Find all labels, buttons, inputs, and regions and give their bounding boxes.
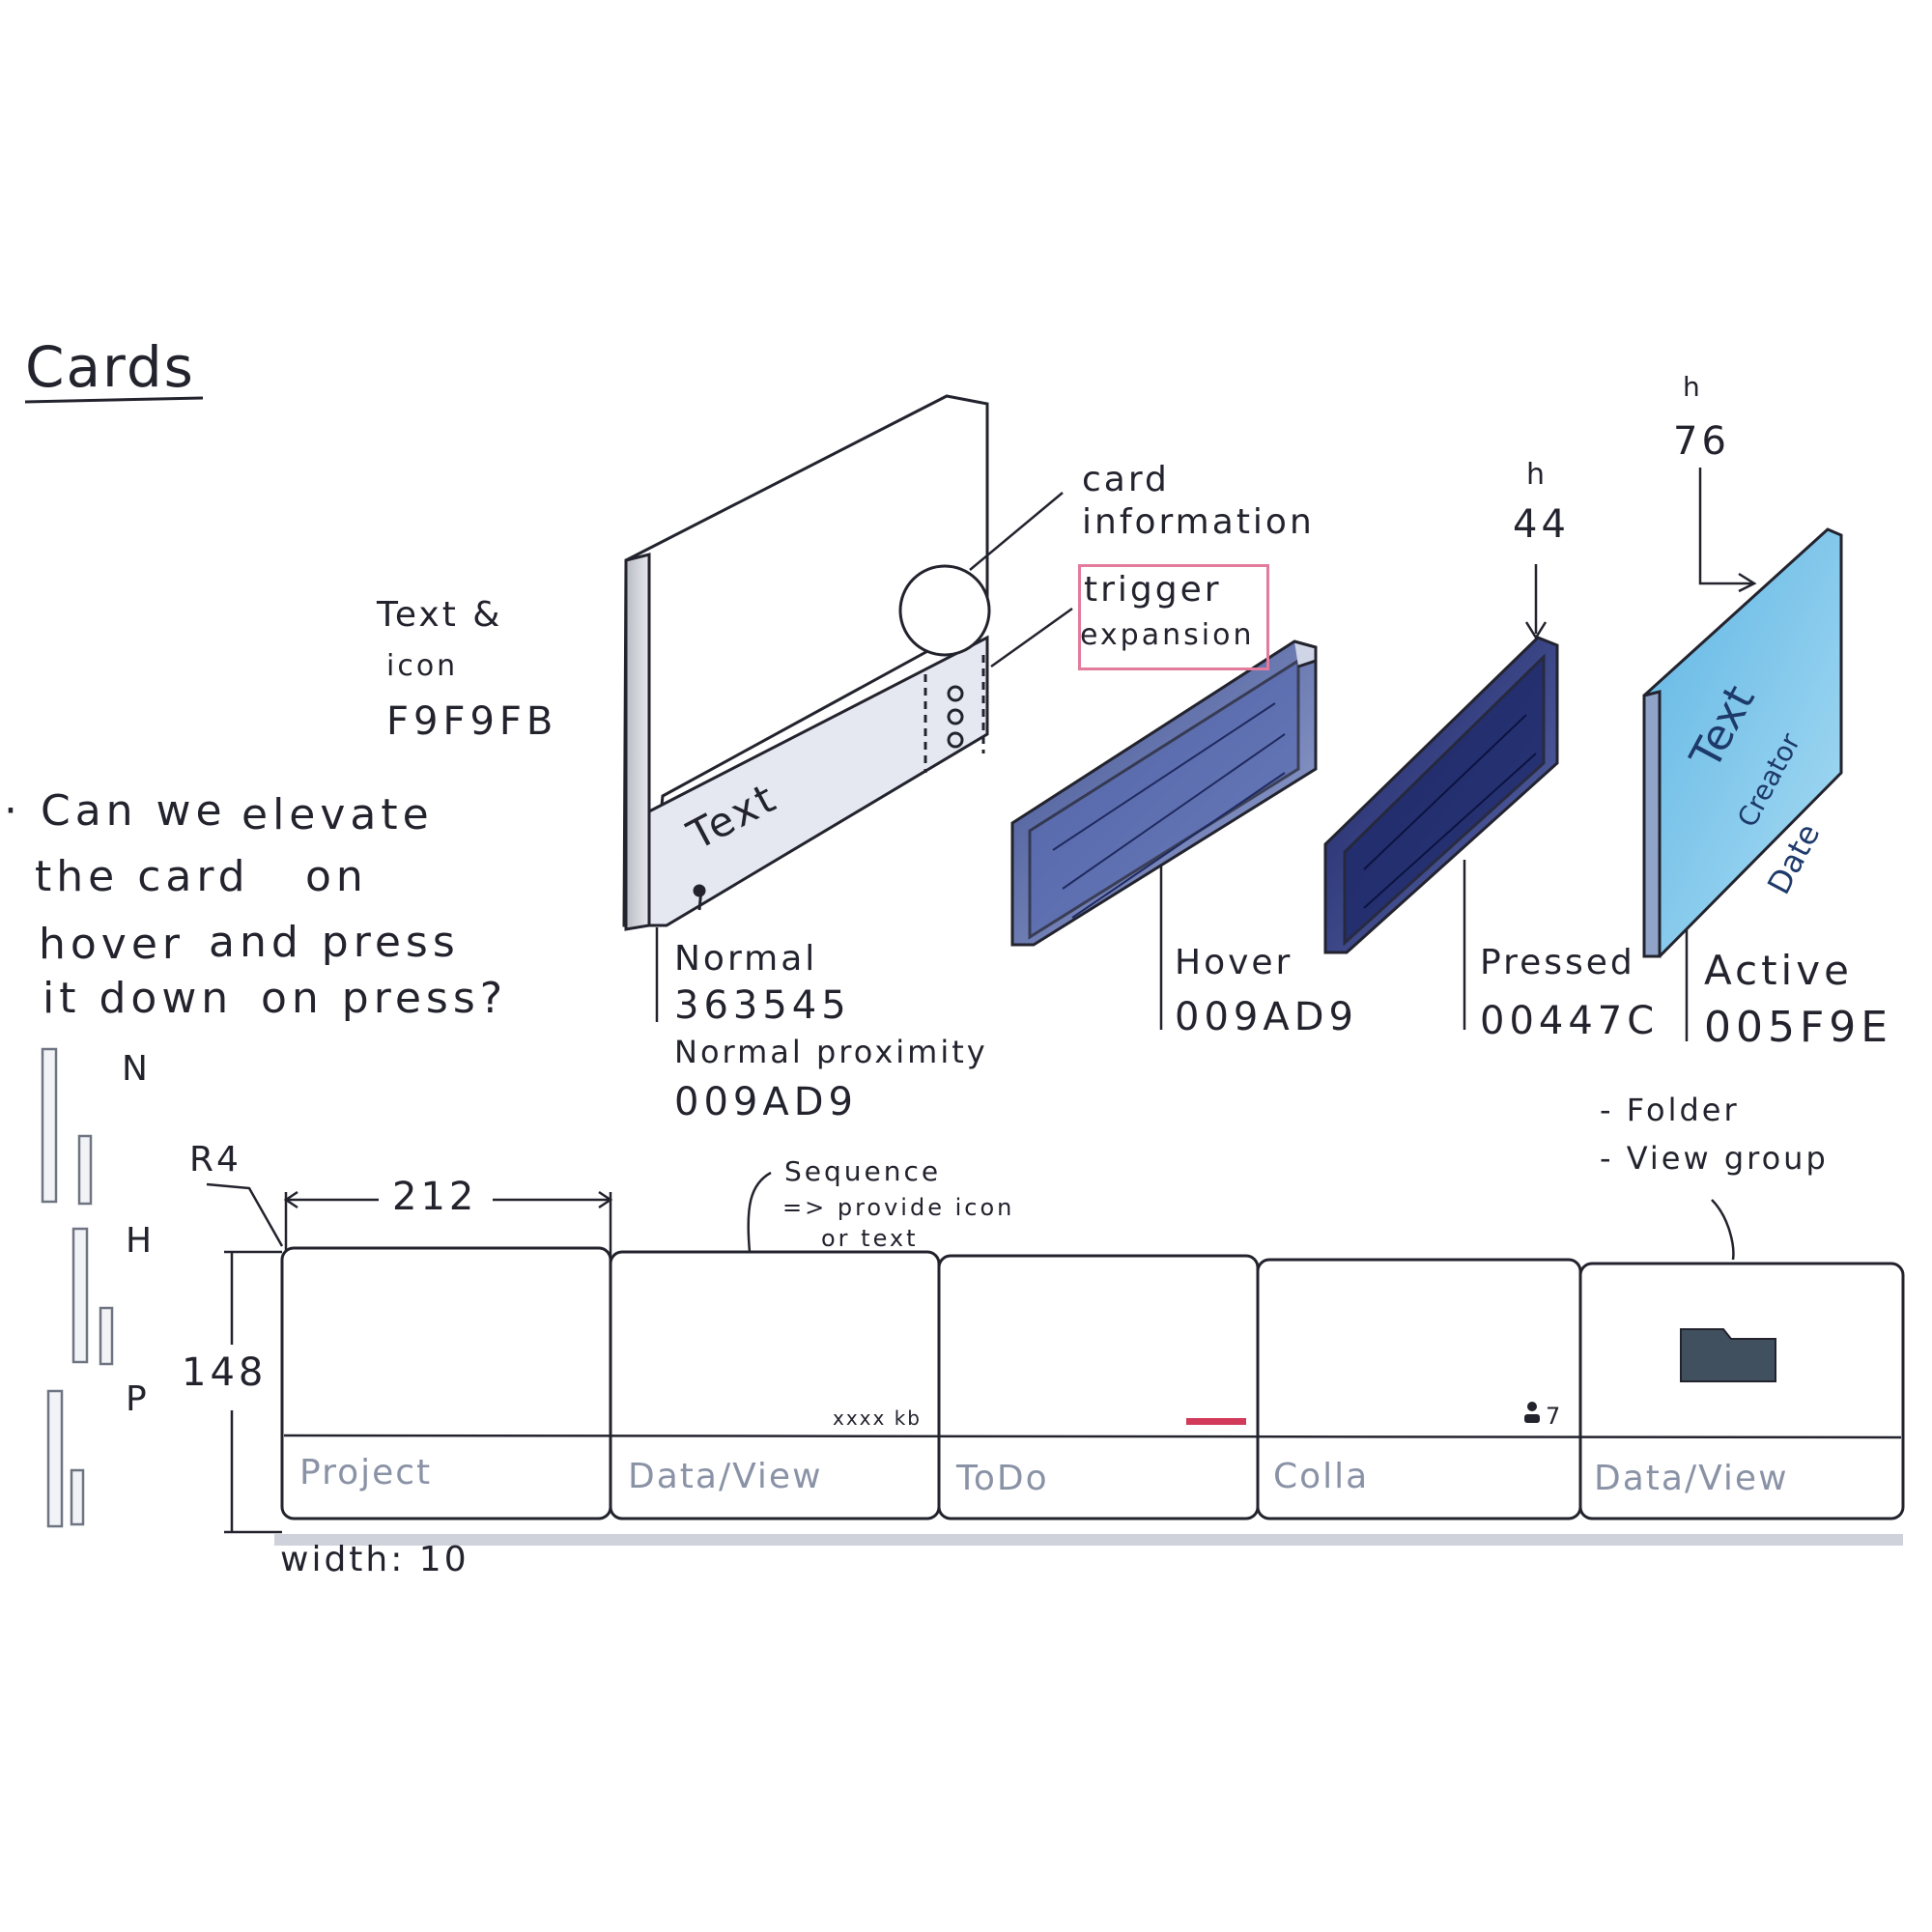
card-2-meta: xxxx kb: [833, 1406, 922, 1430]
sequence-note-1: Sequence: [784, 1155, 942, 1187]
trigger-expansion-label-1: trigger: [1084, 570, 1222, 610]
trigger-expansion-label-2: expansion: [1080, 618, 1255, 652]
card-information-circle: [898, 564, 991, 657]
normal-proximity-label: Normal proximity: [674, 1034, 988, 1070]
height-label: 148: [182, 1350, 268, 1395]
width-label: 212: [392, 1175, 478, 1219]
mini-bar-pressed-tall: [46, 1389, 64, 1528]
card-4-label[interactable]: Colla: [1273, 1457, 1370, 1496]
mini-bar-pressed-short: [70, 1468, 85, 1526]
active-h-value: 76: [1673, 419, 1730, 464]
active-state-label: Active: [1704, 947, 1853, 994]
radius-leader: [206, 1182, 284, 1247]
pressed-state-hex: 00447C: [1480, 999, 1660, 1043]
card-2-label[interactable]: Data/View: [628, 1457, 823, 1496]
pressed-h-value: 44: [1513, 502, 1570, 547]
sequence-note-3: or text: [821, 1225, 919, 1252]
normal-state-hex: 363545: [674, 983, 851, 1028]
question-line-2: elevate: [242, 790, 434, 839]
pressed-h-label: h: [1526, 458, 1548, 492]
question-line-8: on press?: [261, 974, 508, 1023]
sequence-leader: [747, 1171, 772, 1253]
text-icon-label-1: Text &: [377, 595, 503, 635]
collaborator-icon: [1527, 1402, 1537, 1411]
title-underline: [24, 396, 204, 404]
card-1-label[interactable]: Project: [299, 1453, 433, 1492]
card-3-label[interactable]: ToDo: [956, 1459, 1049, 1498]
mini-state-bars: [41, 1047, 114, 1528]
folder-icon: [1680, 1328, 1776, 1382]
hover-card-drawing: [1010, 639, 1318, 947]
stroke-width-label: width: 10: [280, 1540, 469, 1579]
folder-note-1: - Folder: [1600, 1092, 1740, 1128]
question-line-6: and press: [209, 918, 460, 967]
active-h-label: h: [1683, 371, 1703, 403]
mini-bar-hover-tall: [71, 1227, 89, 1364]
card-5-label[interactable]: Data/View: [1594, 1459, 1789, 1498]
radius-label: R4: [189, 1140, 242, 1179]
active-h-arrow: [1698, 468, 1752, 585]
mini-label-normal: N: [122, 1049, 151, 1089]
card-4-meta: 7: [1546, 1403, 1561, 1430]
pressed-card-drawing: [1323, 636, 1559, 954]
todo-accent-bar: [1186, 1418, 1246, 1425]
normal-card-drawing: [622, 394, 991, 931]
mini-label-hover: H: [126, 1221, 156, 1261]
trigger-expansion-leader: [990, 607, 1073, 668]
trigger-expansion-highlight: [1078, 564, 1269, 670]
normal-state-label: Normal: [674, 939, 818, 979]
active-card-drawing: [1642, 527, 1843, 958]
hover-state-hex: 009AD9: [1175, 995, 1358, 1039]
question-line-1: · Can we: [4, 786, 227, 836]
mini-bar-hover-short: [99, 1306, 114, 1366]
question-line-3: the card: [35, 852, 250, 901]
question-line-5: hover: [39, 920, 185, 969]
text-icon-hex: F9F9FB: [386, 699, 558, 744]
mini-bar-normal-tall: [41, 1047, 58, 1204]
question-line-4: on: [305, 852, 368, 901]
folder-leader: [1711, 1199, 1735, 1261]
sequence-note-2: => provide icon: [782, 1194, 1015, 1221]
card-5-frame: [1578, 1262, 1905, 1520]
normal-proximity-hex: 009AD9: [674, 1080, 858, 1124]
card-information-label-2: information: [1082, 502, 1315, 542]
card-information-leader: [969, 492, 1064, 571]
card-information-label-1: card: [1082, 460, 1170, 499]
card-row: [274, 1246, 1905, 1546]
active-state-hex: 005F9E: [1704, 1003, 1893, 1052]
normal-card-panel: [647, 635, 989, 927]
text-icon-label-2: icon: [386, 649, 459, 683]
question-line-7: it down: [43, 974, 234, 1023]
mini-bar-normal-short: [77, 1134, 93, 1206]
folder-note-2: - View group: [1600, 1140, 1829, 1177]
normal-card-edge: [624, 553, 651, 931]
hover-state-label: Hover: [1175, 943, 1293, 982]
card-row-shadow: [274, 1534, 1903, 1546]
pressed-state-label: Pressed: [1480, 943, 1635, 982]
page-title: Cards: [25, 334, 195, 400]
mini-label-pressed: P: [126, 1379, 150, 1419]
